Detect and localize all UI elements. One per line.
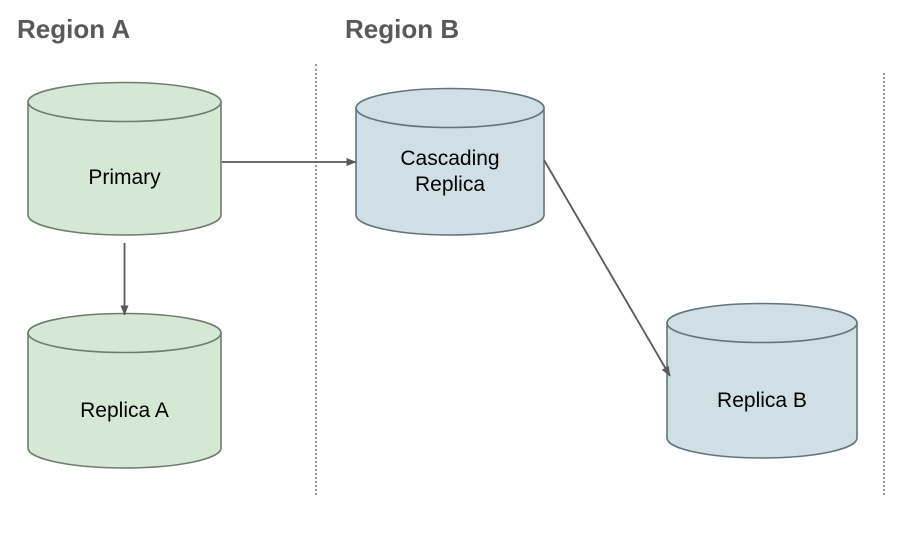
cylinder-body — [27, 332, 222, 469]
cylinder-body — [355, 107, 545, 236]
region-a-title: Region A — [17, 14, 131, 44]
cylinder-body — [27, 101, 222, 236]
cylinder-body — [666, 322, 858, 459]
region-divider-left — [315, 64, 317, 495]
cylinder-top — [355, 87, 545, 129]
region-divider-right — [883, 73, 885, 495]
cylinder-top — [666, 302, 858, 344]
cylinder-top — [27, 81, 222, 123]
edge-cascading-to-replica-b — [543, 159, 671, 377]
node-cascading-replica[interactable]: Cascading Replica — [355, 87, 545, 236]
node-replica-a[interactable]: Replica A — [27, 312, 222, 469]
node-replica-b[interactable]: Replica B — [666, 302, 858, 459]
region-b-title: Region B — [345, 14, 460, 44]
cylinder-top — [27, 312, 222, 354]
node-primary[interactable]: Primary — [27, 81, 222, 236]
